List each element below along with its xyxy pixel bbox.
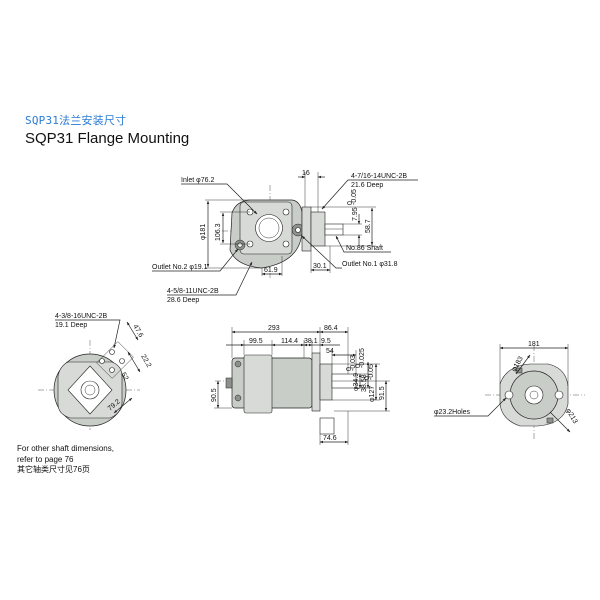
thread-top-line2: 21.6 Deep xyxy=(351,182,383,189)
left-thread-line1: 4-3/8-16UNC-2B xyxy=(55,313,107,320)
shaft-label: No.86 Shaft xyxy=(346,245,383,252)
mid-dim-3858: 38.58 xyxy=(361,374,368,392)
right-bolt-hole xyxy=(504,390,514,400)
outlet-no1-label: Outlet No.1 φ31.8 xyxy=(342,261,398,268)
dim-16-label: 16 xyxy=(302,170,310,177)
note-line1: For other shaft dimensions, xyxy=(17,444,114,453)
left-dim-222: 22.2 xyxy=(139,354,152,369)
left-port xyxy=(80,380,100,400)
mid-dim-1144: 114.4 xyxy=(281,338,298,345)
dim-795-tol-lower: -0.05 xyxy=(351,189,358,205)
mid-view: 293 86.4 99.5 114.4 38.1 9.5 54 φ34.9 0 … xyxy=(211,325,390,445)
mid-dim-381: 38.1 xyxy=(304,338,318,345)
mid-dim-915: 91.5 xyxy=(379,386,386,400)
thread-top-line1: 4-7/16-14UNC-2B xyxy=(351,173,407,180)
right-dim-213: φ213 xyxy=(564,408,578,426)
dim-181-label: φ181 xyxy=(200,224,207,240)
top-view: 16 φ181 106.3 Inlet φ76.2 Outlet No.2 φ1… xyxy=(152,170,418,304)
shaft-note: For other shaft dimensions, refer to pag… xyxy=(17,444,114,476)
flange-bolt xyxy=(282,208,290,216)
mid-dim-995: 99.5 xyxy=(249,338,263,345)
dim-795-label: 7.95 xyxy=(352,207,359,221)
mid-dim-54: 54 xyxy=(326,348,334,355)
left-dim-52: 52 xyxy=(119,372,129,382)
shaft-boss xyxy=(310,211,326,247)
dim-301-label: 30.1 xyxy=(313,263,327,270)
mid-pilot xyxy=(319,363,333,401)
left-dim-476: 47.6 xyxy=(131,324,144,339)
thread-bottom-line1: 4-5/8-11UNC-2B xyxy=(167,288,219,295)
mid-cover xyxy=(243,354,273,414)
mid-dim-3858-tol-upper: 0 xyxy=(355,364,362,368)
shaft xyxy=(324,223,344,236)
inlet-port xyxy=(255,214,283,242)
mid-dim-3858-tol-lower: -0.025 xyxy=(359,348,366,368)
right-pilot xyxy=(524,385,544,405)
mid-dim-127-tol-upper: 0 xyxy=(364,376,371,380)
mid-dim-746: 74.6 xyxy=(323,435,337,442)
flange-bolt xyxy=(282,240,290,248)
title-english: SQP31 Flange Mounting xyxy=(25,130,190,147)
mid-dim-127: φ127 xyxy=(369,386,376,402)
title-chinese: SQP31法兰安装尺寸 xyxy=(25,114,127,127)
mid-dim-905: 90.5 xyxy=(211,388,218,402)
note-line2: refer to page 76 xyxy=(17,454,74,464)
dim-61-label: 61.9 xyxy=(264,267,278,274)
right-view: 181 φ183 φ213 φ23.2Holes xyxy=(434,341,585,440)
mid-dim-349: φ34.9 xyxy=(353,373,360,391)
left-view: 4-3/8-16UNC-2B 19.1 Deep 47.6 22.2 52 79… xyxy=(38,313,152,430)
left-thread-line2: 19.1 Deep xyxy=(55,322,87,329)
mid-dim-864: 86.4 xyxy=(324,325,338,332)
mounting-flange xyxy=(301,206,312,252)
mid-foot xyxy=(319,417,335,435)
mid-dim-127-tol-lower: -0.05 xyxy=(368,364,375,380)
mid-dim-293: 293 xyxy=(268,325,280,332)
outlet-no2-label: Outlet No.2 φ19.1 xyxy=(152,264,208,271)
right-bolt-hole xyxy=(554,390,564,400)
right-dim-181: 181 xyxy=(528,341,540,348)
mid-dim-349-tol-lower: -0.03 xyxy=(350,355,357,371)
note-line3: 其它轴类尺寸见76页 xyxy=(17,465,90,474)
dim-587-label: 58.7 xyxy=(365,219,372,233)
inlet-label: Inlet φ76.2 xyxy=(181,177,214,184)
dim-106-label: 106.3 xyxy=(215,223,222,241)
mid-mount-flange xyxy=(311,352,321,412)
mid-dim-95: 9.5 xyxy=(321,338,331,345)
dim-795-tol-upper: 0 xyxy=(347,201,354,205)
thread-bottom-line2: 28.6 Deep xyxy=(167,297,199,304)
right-holes-label: φ23.2Holes xyxy=(434,409,471,416)
mid-dim-349-tol-upper: 0 xyxy=(346,367,353,371)
